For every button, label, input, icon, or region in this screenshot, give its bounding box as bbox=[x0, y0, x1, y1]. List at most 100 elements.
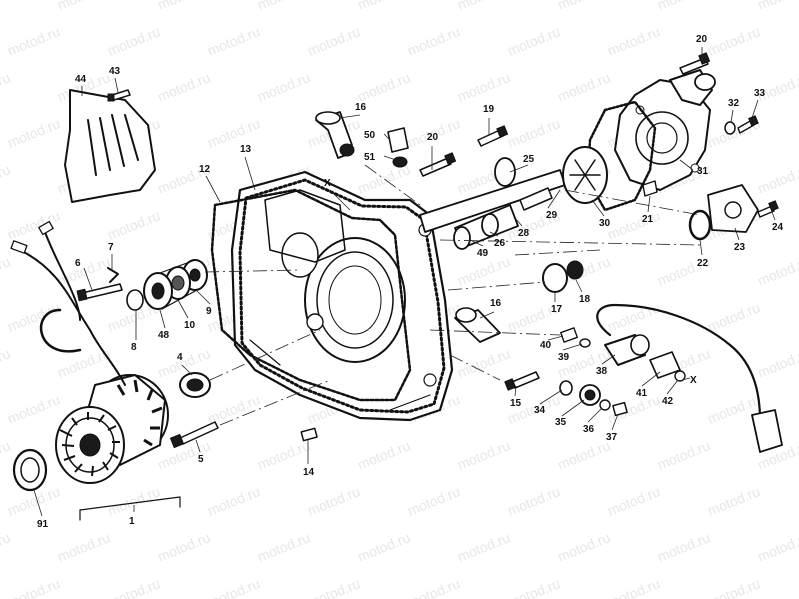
callout-8: 8 bbox=[131, 342, 137, 353]
callout-26: 26 bbox=[494, 238, 506, 249]
watermark-text: motod.ru bbox=[755, 529, 799, 565]
watermark-text: motod.ru bbox=[655, 437, 712, 473]
watermark-text: motod.ru bbox=[455, 69, 512, 105]
watermark-text: motod.ru bbox=[505, 23, 562, 59]
callout-32: 32 bbox=[728, 98, 740, 109]
crankcase-cover bbox=[230, 170, 454, 422]
dowel-14 bbox=[300, 427, 318, 442]
watermark-text: motod.ru bbox=[655, 0, 712, 13]
bolt-40 bbox=[560, 327, 578, 343]
output-shaft bbox=[419, 157, 566, 250]
watermark-text: motod.ru bbox=[105, 483, 162, 519]
watermark-text: motod.ru bbox=[0, 253, 12, 289]
watermark-text: motod.ru bbox=[155, 529, 212, 565]
leader-39 bbox=[562, 343, 583, 351]
watermark-text: motod.ru bbox=[5, 115, 62, 151]
projection-pump-axis bbox=[439, 239, 701, 246]
leader-36 bbox=[587, 407, 603, 423]
watermark-text: motod.ru bbox=[55, 253, 112, 289]
bolt-5 bbox=[169, 421, 219, 449]
leader-41 bbox=[641, 371, 661, 387]
callout-30: 30 bbox=[599, 218, 611, 229]
leader-40 bbox=[547, 335, 564, 341]
callout-48: 48 bbox=[158, 330, 170, 341]
watermark-text: motod.ru bbox=[0, 529, 12, 565]
watermark-text: motod.ru bbox=[555, 0, 612, 13]
plug-50 bbox=[387, 127, 409, 168]
watermark-text: motod.ru bbox=[455, 345, 512, 381]
callout-16-top: 16 bbox=[355, 102, 367, 113]
leader-18 bbox=[575, 279, 583, 293]
callout-16-mid: 16 bbox=[490, 298, 502, 309]
flywheel-rotor bbox=[55, 374, 169, 484]
watermark-text: motod.ru bbox=[705, 23, 762, 59]
bolt-37 bbox=[612, 401, 628, 417]
callout-36: 36 bbox=[583, 424, 595, 435]
watermark-text: motod.ru bbox=[555, 437, 612, 473]
callout-35: 35 bbox=[555, 417, 567, 428]
bolt-24 bbox=[757, 200, 779, 218]
leader-37 bbox=[611, 413, 619, 431]
callout-18: 18 bbox=[579, 294, 591, 305]
gear-bearing-stack bbox=[126, 259, 208, 311]
projection-sleeve bbox=[364, 164, 421, 206]
watermark-text: motod.ru bbox=[205, 23, 262, 59]
plug-35 bbox=[579, 384, 601, 406]
watermark-text: motod.ru bbox=[705, 299, 762, 335]
leader-34 bbox=[539, 389, 563, 405]
callout-10: 10 bbox=[184, 320, 196, 331]
watermark-text: motod.ru bbox=[205, 483, 262, 519]
sleeve-16-mid bbox=[454, 307, 501, 343]
watermark-text: motod.ru bbox=[355, 437, 412, 473]
callout-1: 1 bbox=[129, 516, 135, 527]
leader-12 bbox=[205, 175, 221, 203]
watermark-text: motod.ru bbox=[505, 575, 562, 599]
leader-6 bbox=[83, 267, 93, 291]
callout-42: 42 bbox=[662, 396, 674, 407]
watermark-text: motod.ru bbox=[405, 483, 462, 519]
callout-22: 22 bbox=[697, 258, 709, 269]
watermark-text: motod.ru bbox=[55, 529, 112, 565]
leader-38 bbox=[601, 354, 616, 365]
callout-19: 19 bbox=[483, 104, 495, 115]
leader-4 bbox=[181, 364, 193, 376]
bushing-17 bbox=[542, 260, 584, 293]
leader-29 bbox=[547, 189, 561, 209]
leader-91 bbox=[33, 489, 43, 517]
watermark-text: motod.ru bbox=[355, 69, 412, 105]
watermark-text: motod.ru bbox=[5, 207, 62, 243]
leader-30 bbox=[591, 199, 605, 217]
callout-x-right: X bbox=[690, 375, 697, 386]
leader-23 bbox=[734, 227, 740, 241]
o-ring-22 bbox=[688, 209, 712, 241]
watermark-text: motod.ru bbox=[455, 0, 512, 13]
callout-6: 6 bbox=[75, 258, 81, 269]
washer-39 bbox=[579, 338, 591, 348]
bolt-19 bbox=[477, 125, 509, 147]
callout-50: 50 bbox=[364, 130, 376, 141]
projection-bushing bbox=[447, 281, 546, 291]
projection-shaft-end bbox=[514, 249, 601, 256]
leader-13 bbox=[244, 156, 256, 191]
watermark-text: motod.ru bbox=[255, 0, 312, 13]
pin-21 bbox=[642, 180, 658, 197]
watermark-text: motod.ru bbox=[605, 23, 662, 59]
leader-43 bbox=[114, 77, 119, 93]
callout-33: 33 bbox=[754, 88, 766, 99]
leader-42 bbox=[666, 379, 679, 395]
callout-43: 43 bbox=[109, 66, 121, 77]
watermark-text: motod.ru bbox=[0, 0, 12, 13]
leader-16-mid bbox=[479, 311, 495, 319]
bolt-20-mid bbox=[419, 152, 457, 177]
leader-35 bbox=[561, 399, 585, 417]
watermark-text: motod.ru bbox=[405, 575, 462, 599]
watermark-text: motod.ru bbox=[605, 575, 662, 599]
bolt-33 bbox=[737, 115, 759, 134]
oil-seal bbox=[12, 448, 48, 492]
parts-layer bbox=[10, 52, 783, 521]
leader-21 bbox=[647, 195, 651, 213]
callout-14: 14 bbox=[303, 467, 315, 478]
watermark-text: motod.ru bbox=[355, 529, 412, 565]
bolt-20-top bbox=[679, 52, 711, 75]
